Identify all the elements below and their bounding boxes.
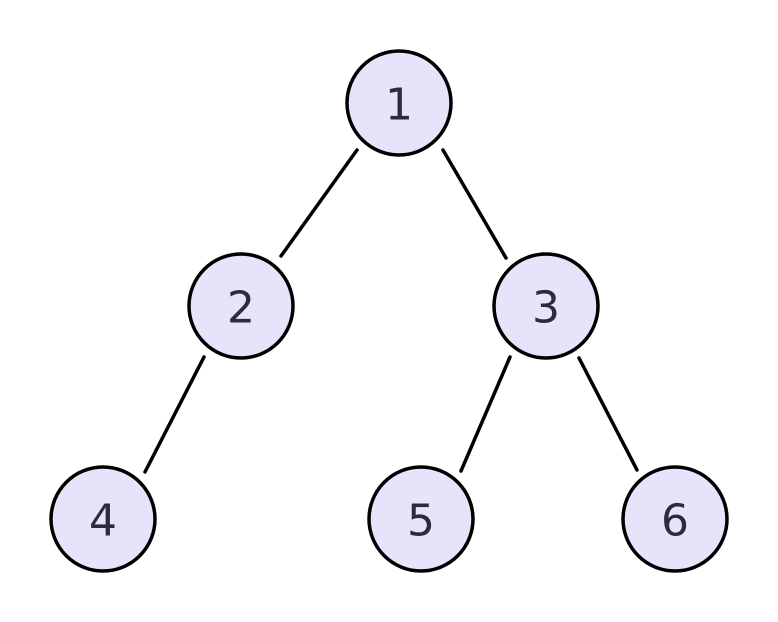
node-label-4: 4: [89, 496, 117, 547]
nodes-layer: 1 2 3 4 5 6: [49, 49, 729, 573]
edge-2-4: [143, 355, 206, 474]
node-label-3: 3: [532, 283, 560, 334]
node-label-5: 5: [407, 496, 435, 547]
node-label-2: 2: [227, 283, 255, 334]
node-circle-6: [621, 465, 729, 573]
tree-node-5: 5: [367, 465, 475, 573]
edge-3-5: [459, 355, 512, 473]
node-label-6: 6: [661, 496, 689, 547]
tree-node-6: 6: [621, 465, 729, 573]
node-circle-1: [345, 49, 453, 157]
edge-1-3: [441, 148, 508, 260]
node-circle-5: [367, 465, 475, 573]
edges-layer: [143, 148, 639, 474]
node-circle-3: [492, 252, 600, 360]
tree-node-2: 2: [187, 252, 295, 360]
node-circle-2: [187, 252, 295, 360]
node-label-1: 1: [385, 80, 413, 131]
node-circle-4: [49, 465, 157, 573]
tree-node-3: 3: [492, 252, 600, 360]
edge-3-6: [577, 356, 639, 472]
tree-node-1: 1: [345, 49, 453, 157]
edge-1-2: [279, 148, 359, 258]
tree-node-4: 4: [49, 465, 157, 573]
